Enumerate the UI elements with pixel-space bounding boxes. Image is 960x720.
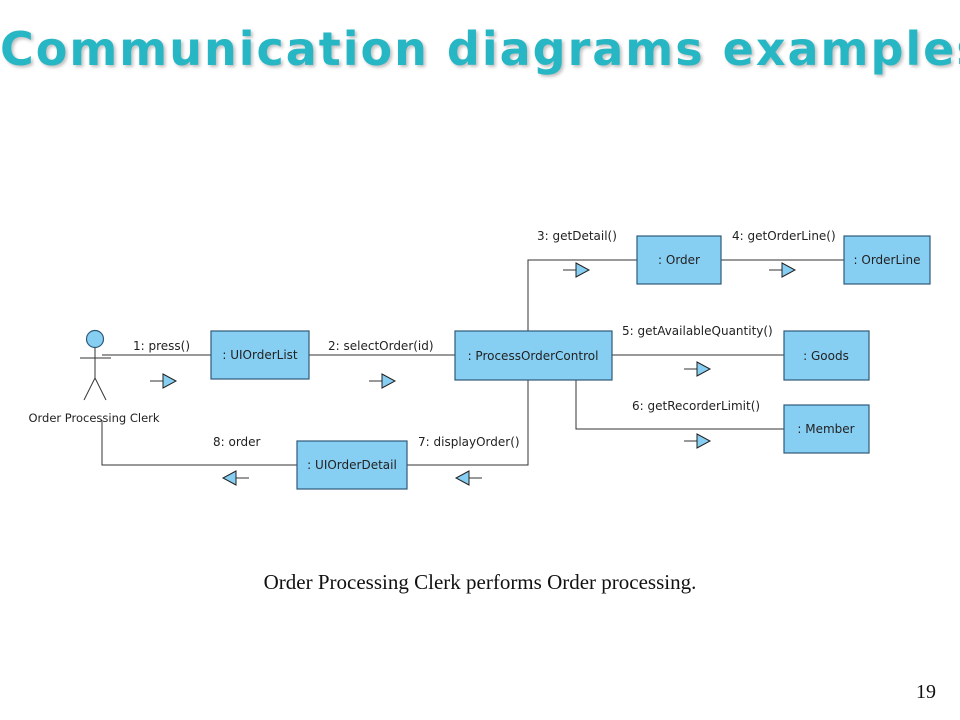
- message-6-arrow: [684, 433, 712, 449]
- message-4-label: 4: getOrderLine(): [732, 229, 836, 243]
- object-order: : Order: [636, 235, 722, 285]
- link-control-member: [575, 380, 784, 430]
- object-orderline-label: : OrderLine: [854, 253, 921, 267]
- object-goods: : Goods: [783, 330, 870, 381]
- message-5-label: 5: getAvailableQuantity(): [622, 324, 773, 338]
- message-6-label: 6: getRecorderLimit(): [632, 399, 760, 413]
- message-3-label: 3: getDetail(): [537, 229, 617, 243]
- link-uiorderdetail-actor: [101, 420, 297, 466]
- link-control-uiorderdetail: [407, 380, 529, 466]
- message-7-label: 7: displayOrder(): [418, 435, 520, 449]
- message-3-arrow: [563, 262, 591, 278]
- object-uiorderdetail-label: : UIOrderDetail: [307, 458, 397, 472]
- message-2-label: 2: selectOrder(id): [328, 339, 434, 353]
- object-processordercontrol: : ProcessOrderControl: [454, 330, 613, 381]
- message-5-arrow: [684, 361, 712, 377]
- object-uiorderdetail: : UIOrderDetail: [296, 440, 408, 490]
- actor-stick-figure: [80, 329, 111, 401]
- links: [101, 259, 844, 466]
- message-4-arrow: [769, 262, 797, 278]
- actor-label: Order Processing Clerk: [28, 411, 159, 425]
- message-2-arrow: [369, 373, 397, 389]
- object-processordercontrol-label: : ProcessOrderControl: [468, 349, 599, 363]
- object-uiorderlist-label: : UIOrderList: [222, 348, 298, 362]
- message-8-arrow: [221, 470, 249, 486]
- message-1-label: 1: press(): [133, 339, 190, 353]
- message-1-arrow: [150, 373, 178, 389]
- object-goods-label: : Goods: [803, 349, 849, 363]
- link-control-order: [527, 259, 637, 331]
- message-7-arrow: [454, 470, 482, 486]
- diagram-caption: Order Processing Clerk performs Order pr…: [263, 570, 697, 594]
- object-order-label: : Order: [658, 253, 700, 267]
- page-number: 19: [916, 681, 936, 703]
- object-orderline: : OrderLine: [843, 235, 931, 285]
- object-member-label: : Member: [797, 422, 854, 436]
- message-8-label: 8: order: [213, 435, 261, 449]
- object-member: : Member: [783, 404, 870, 454]
- slide-title: Communication diagrams examples: [0, 22, 960, 76]
- object-uiorderlist: : UIOrderList: [210, 330, 310, 380]
